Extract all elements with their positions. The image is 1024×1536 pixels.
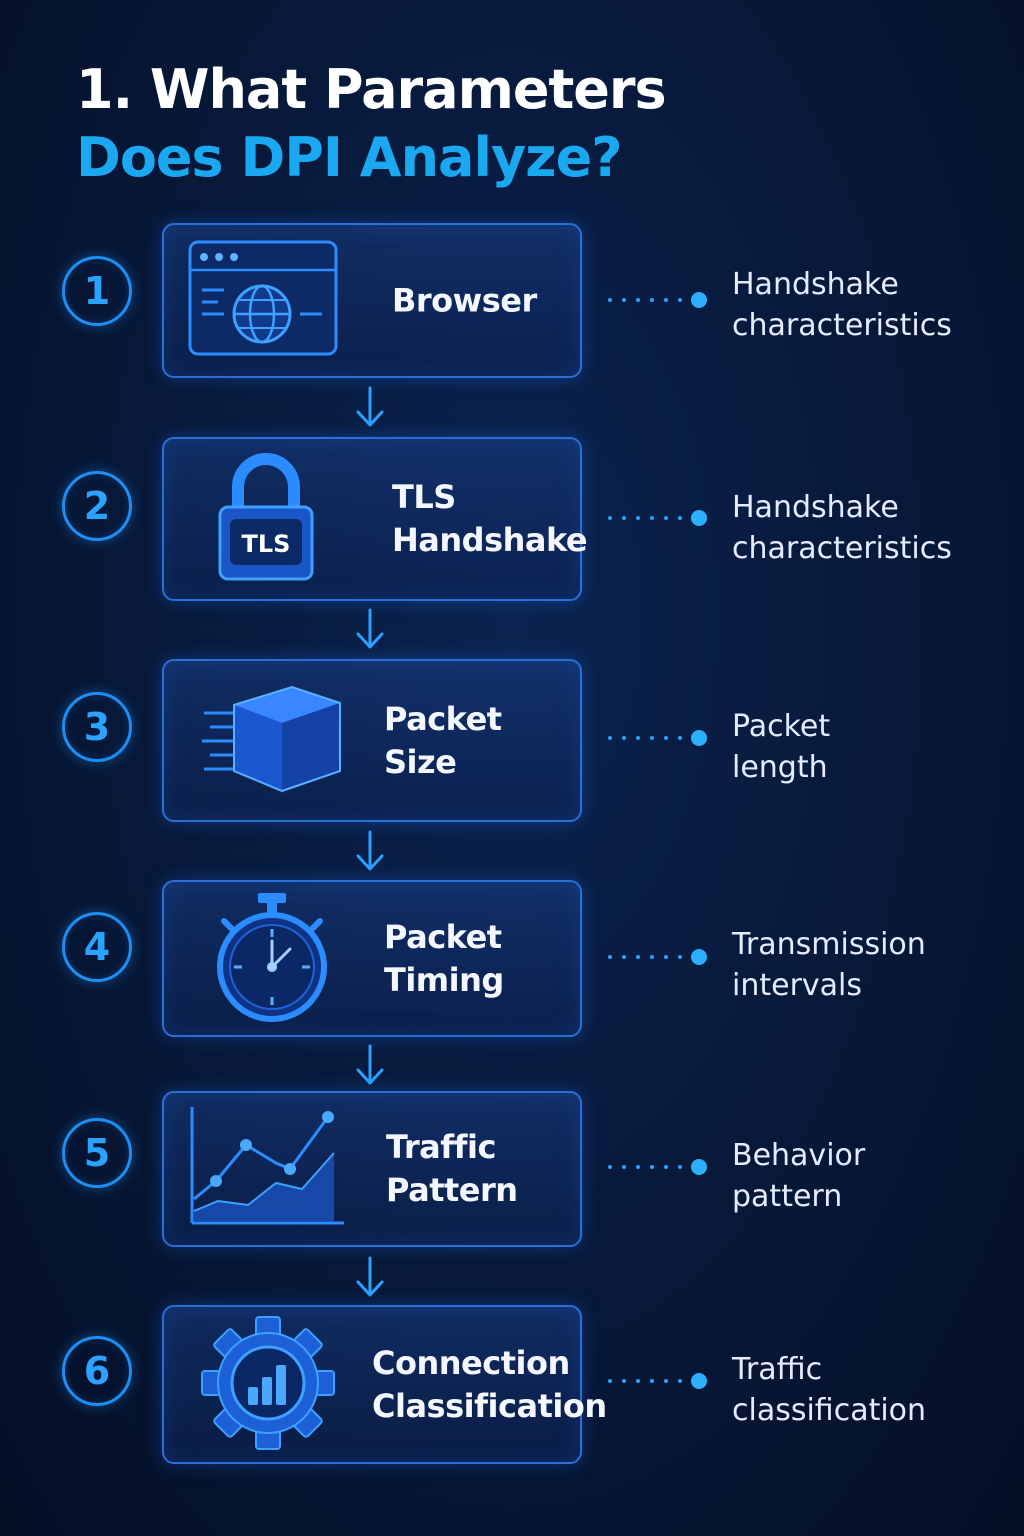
down-arrow-icon xyxy=(356,386,384,427)
step-label-line: Browser xyxy=(392,281,537,319)
description-line: Transmission xyxy=(732,927,926,962)
title-line-1: 1. What Parameters xyxy=(76,58,667,121)
step-description: Behavior pattern xyxy=(732,1135,865,1217)
description-line: Behavior xyxy=(732,1138,866,1173)
description-line: characteristics xyxy=(732,308,952,343)
gear-chart-icon xyxy=(198,1313,338,1457)
step-card-connection-classification: Connection Classification xyxy=(162,1305,607,1464)
step-label-line: Timing xyxy=(384,960,504,999)
step-number-3: 3 xyxy=(62,692,132,762)
padlock-label: TLS xyxy=(242,530,291,558)
step-description: Transmission intervals xyxy=(732,924,926,1006)
step-description: Handshake characteristics xyxy=(732,264,952,346)
step-number-2: 2 xyxy=(62,471,132,541)
title-line-2: Does DPI Analyze? xyxy=(76,126,623,189)
step-label-line: Classification xyxy=(372,1386,607,1425)
step-label-line: Handshake xyxy=(392,521,588,559)
connector-dots xyxy=(608,1159,707,1175)
step-label: Connection Classification xyxy=(372,1342,607,1428)
connector-dots xyxy=(608,730,707,746)
description-line: Packet xyxy=(732,709,831,744)
step-label: Browser xyxy=(392,279,537,322)
description-line: Handshake xyxy=(732,490,899,525)
step-label-line: Connection xyxy=(372,1343,570,1382)
step-label-line: Pattern xyxy=(386,1171,518,1209)
step-number-4: 4 xyxy=(62,912,132,982)
down-arrow-icon xyxy=(356,1256,384,1297)
connector-dots xyxy=(608,1373,707,1389)
step-label-line: Size xyxy=(384,742,457,781)
page-title: 1. What Parameters Does DPI Analyze? xyxy=(76,56,667,192)
connector-dots xyxy=(608,949,707,965)
step-label: Traffic Pattern xyxy=(386,1126,518,1212)
connector-dots xyxy=(608,292,707,308)
description-line: Traffic xyxy=(732,1352,823,1387)
step-card-tls-handshake: TLS TLS Handshake xyxy=(162,437,588,601)
step-label: Packet Size xyxy=(384,698,502,784)
down-arrow-icon xyxy=(356,830,384,871)
description-line: characteristics xyxy=(732,531,952,566)
step-card-traffic-pattern: Traffic Pattern xyxy=(162,1091,582,1247)
step-label: TLS Handshake xyxy=(392,476,588,562)
description-line: length xyxy=(732,750,828,785)
step-label-line: Traffic xyxy=(386,1128,496,1166)
step-label-line: Packet xyxy=(384,699,502,738)
down-arrow-icon xyxy=(356,1044,384,1085)
step-description: Traffic classification xyxy=(732,1349,926,1431)
step-card-packet-size: Packet Size xyxy=(162,659,582,822)
description-line: intervals xyxy=(732,968,863,1003)
step-description: Packet length xyxy=(732,706,830,788)
step-label: Packet Timing xyxy=(384,916,504,1002)
connector-dots xyxy=(608,510,707,526)
step-label-line: Packet xyxy=(384,917,502,956)
description-line: classification xyxy=(732,1393,927,1428)
step-description: Handshake characteristics xyxy=(732,487,952,569)
step-label-line: TLS xyxy=(392,478,456,516)
description-line: Handshake xyxy=(732,267,899,302)
padlock-icon: TLS xyxy=(216,451,316,587)
step-number-5: 5 xyxy=(62,1118,132,1188)
down-arrow-icon xyxy=(356,608,384,649)
stopwatch-icon xyxy=(212,891,332,1027)
line-chart-icon xyxy=(188,1105,348,1233)
step-number-1: 1 xyxy=(62,256,132,326)
browser-globe-icon xyxy=(188,240,338,362)
step-card-packet-timing: Packet Timing xyxy=(162,880,582,1037)
step-number-6: 6 xyxy=(62,1336,132,1406)
packet-cube-icon xyxy=(200,679,350,803)
step-card-browser: Browser xyxy=(162,223,582,378)
description-line: pattern xyxy=(732,1179,843,1214)
